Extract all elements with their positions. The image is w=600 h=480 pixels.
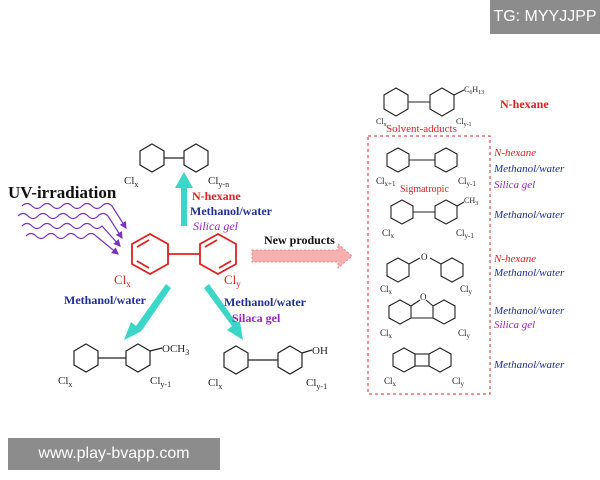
right-cl-right: Cly-1 bbox=[306, 377, 327, 391]
product-2-structure bbox=[390, 199, 465, 225]
uv-label: UV-irradiation bbox=[8, 183, 117, 202]
adduct-structure bbox=[383, 87, 465, 117]
product-3-cl-left: Clx bbox=[380, 284, 393, 296]
uv-wavy-arrows bbox=[17, 202, 127, 255]
product-3-solvent-2: Methanol/water bbox=[493, 267, 565, 279]
up-product-structure bbox=[139, 143, 209, 173]
product-5-cl-left: Clx bbox=[384, 376, 397, 388]
product-4-cl-left: Clx bbox=[380, 328, 393, 340]
product-2-cl-left: Clx bbox=[382, 228, 395, 240]
center-cl-left: Clx bbox=[114, 272, 131, 289]
adduct-c6h13: C6H13 bbox=[464, 85, 484, 96]
center-biphenyl bbox=[131, 232, 237, 276]
product-3-oxygen: O bbox=[421, 252, 428, 262]
up-solvent-hexane: N-hexane bbox=[192, 189, 241, 203]
new-products-arrow bbox=[251, 242, 353, 270]
product-4-solvent-2: Silica gel bbox=[494, 319, 535, 331]
left-solvent-methanol: Methanol/water bbox=[64, 293, 147, 307]
arrow-up bbox=[175, 172, 193, 226]
arrow-right-down bbox=[204, 284, 243, 340]
adduct-solvent: N-hexane bbox=[500, 97, 549, 111]
left-och3: OCH3 bbox=[162, 343, 189, 357]
center-cl-right: Cly bbox=[224, 272, 241, 289]
product-1-structure bbox=[386, 147, 458, 173]
adduct-caption: Solvent-adducts bbox=[386, 123, 457, 135]
right-oh: OH bbox=[312, 345, 328, 357]
product-5-solvent-1: Methanol/water bbox=[493, 359, 565, 371]
left-product-structure bbox=[73, 343, 163, 373]
product-1-sigmatropic: Sigmatropic bbox=[400, 184, 449, 195]
arrow-left-down bbox=[124, 284, 171, 340]
product-4-oxygen: O bbox=[420, 292, 427, 302]
product-2-ch3: CH3 bbox=[464, 196, 478, 207]
products-box bbox=[367, 135, 491, 395]
right-product-structure bbox=[223, 345, 313, 375]
product-1-solvent-3: Silica gel bbox=[494, 179, 535, 191]
product-3-structure bbox=[386, 257, 464, 283]
product-5-structure bbox=[392, 347, 452, 373]
product-1-solvent-2: Methanol/water bbox=[493, 163, 565, 175]
product-2-cl-right: Cly-1 bbox=[456, 228, 474, 240]
product-2-solvent-1: Methanol/water bbox=[493, 209, 565, 221]
adduct-cl-left: Clx bbox=[376, 117, 387, 128]
right-solvent-silica: Silaca gel bbox=[232, 311, 281, 325]
product-1-cl-left: Clx+1 bbox=[376, 176, 396, 188]
product-1-solvent-1: N-hexane bbox=[493, 147, 536, 159]
left-cl-right: Cly-1 bbox=[150, 375, 171, 389]
new-products-label: New products bbox=[264, 233, 335, 247]
product-4-solvent-1: Methanol/water bbox=[493, 305, 565, 317]
up-cl-left: Clx bbox=[124, 175, 138, 189]
adduct-cl-right: Cly-1 bbox=[456, 117, 472, 128]
product-4-cl-right: Cly bbox=[458, 328, 471, 340]
product-3-cl-right: Cly bbox=[460, 284, 473, 296]
product-1-cl-right: Cly-1 bbox=[458, 176, 476, 188]
watermark-top: TG: MYYJJPP bbox=[490, 0, 600, 34]
product-4-structure bbox=[388, 299, 456, 325]
up-cl-right: Cly-n bbox=[208, 175, 229, 189]
right-cl-left: Clx bbox=[208, 377, 222, 391]
left-cl-left: Clx bbox=[58, 375, 72, 389]
product-3-solvent-1: N-hexane bbox=[493, 253, 536, 265]
watermark-bottom: www.play-bvapp.com bbox=[8, 438, 220, 470]
product-5-cl-right: Cly bbox=[452, 376, 465, 388]
right-solvent-methanol: Methanol/water bbox=[224, 295, 307, 309]
up-solvent-methanol: Methanol/water bbox=[190, 204, 273, 218]
up-solvent-silica: Silica gel bbox=[193, 219, 239, 233]
